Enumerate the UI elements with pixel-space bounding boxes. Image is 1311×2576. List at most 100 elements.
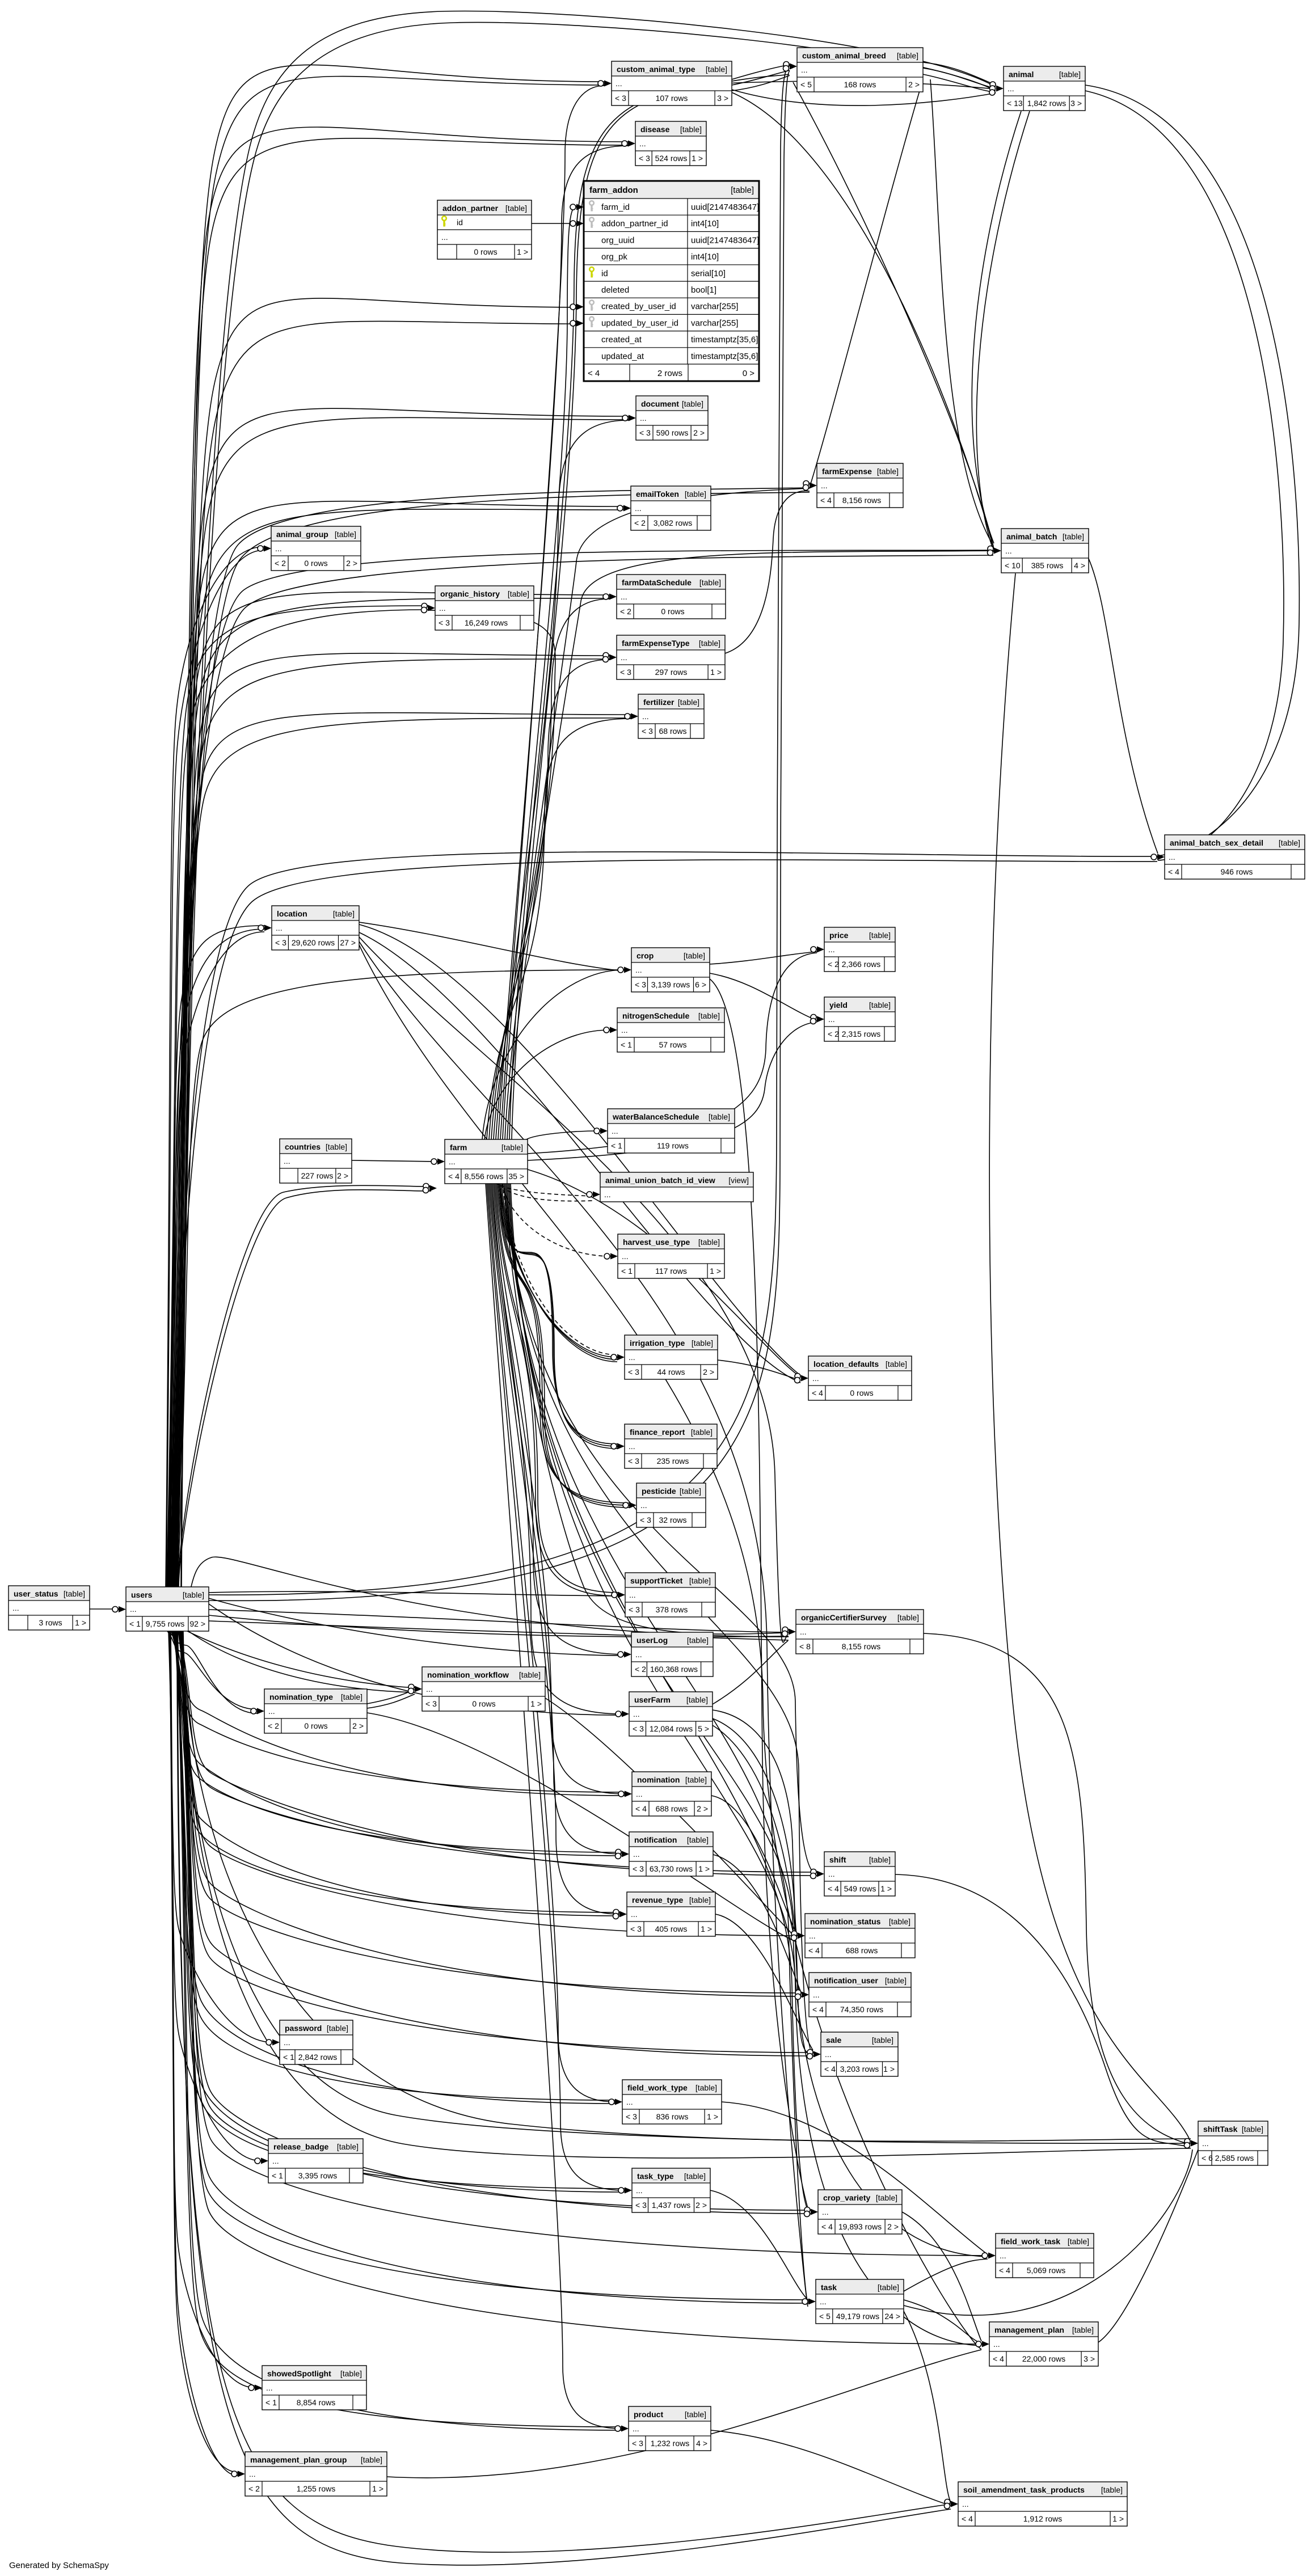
svg-text:< 1: < 1	[265, 2398, 277, 2407]
svg-text:[table]: [table]	[508, 589, 529, 598]
svg-text:< 2: < 2	[635, 1665, 646, 1674]
svg-text:92 >: 92 >	[189, 1619, 205, 1628]
svg-text:updated_at: updated_at	[601, 352, 644, 361]
svg-text:serial[10]: serial[10]	[691, 269, 726, 278]
svg-text:< 5: < 5	[800, 80, 812, 89]
svg-text:< 4: < 4	[962, 2514, 973, 2523]
svg-text:...: ...	[1169, 852, 1175, 862]
svg-text:...: ...	[822, 2207, 829, 2216]
svg-text:< 4: < 4	[812, 2005, 824, 2014]
svg-text:...: ...	[272, 2156, 279, 2165]
svg-text:shiftTask: shiftTask	[1203, 2125, 1238, 2134]
svg-text:2 >: 2 >	[908, 80, 920, 89]
svg-text:1 >: 1 >	[883, 2064, 895, 2074]
svg-text:[table]: [table]	[680, 125, 702, 134]
svg-text:< 6: < 6	[1202, 2153, 1213, 2163]
svg-text:2,842 rows: 2,842 rows	[298, 2053, 337, 2062]
svg-text:[table]: [table]	[691, 1428, 713, 1437]
svg-text:sale: sale	[826, 2036, 841, 2045]
svg-text:...: ...	[1202, 2139, 1209, 2148]
svg-text:...: ...	[635, 965, 642, 974]
svg-text:1 >: 1 >	[75, 1618, 86, 1627]
svg-text:3,139 rows: 3,139 rows	[651, 980, 690, 989]
svg-text:[view]: [view]	[728, 1176, 749, 1185]
svg-text:32 rows: 32 rows	[659, 1515, 686, 1525]
svg-text:password: password	[285, 2024, 322, 2033]
svg-text:[table]: [table]	[877, 467, 899, 476]
svg-text:timestamptz[35,6]: timestamptz[35,6]	[691, 335, 758, 345]
svg-text:946 rows: 946 rows	[1221, 867, 1253, 876]
svg-text:1,437 rows: 1,437 rows	[652, 2201, 690, 2210]
svg-text:< 1: < 1	[621, 1040, 632, 1049]
svg-text:userLog: userLog	[636, 1636, 668, 1645]
svg-text:price: price	[829, 931, 849, 940]
svg-text:[table]: [table]	[519, 1670, 541, 1679]
svg-text:6 >: 6 >	[695, 980, 706, 989]
svg-text:< 2: < 2	[828, 960, 839, 969]
svg-text:< 13: < 13	[1007, 99, 1023, 108]
svg-text:0 >: 0 >	[743, 369, 755, 378]
svg-text:2 rows: 2 rows	[657, 369, 682, 378]
svg-text:3,395 rows: 3,395 rows	[298, 2171, 337, 2180]
svg-text:irrigation_type: irrigation_type	[630, 1338, 685, 1348]
svg-text:1 >: 1 >	[372, 2484, 383, 2493]
svg-text:0 rows: 0 rows	[472, 1699, 495, 1708]
svg-text:...: ...	[633, 2424, 639, 2433]
svg-text:[table]: [table]	[692, 1338, 713, 1348]
svg-text:...: ...	[633, 1849, 640, 1859]
svg-text:...: ...	[275, 544, 282, 553]
svg-text:385 rows: 385 rows	[1031, 561, 1064, 570]
svg-text:< 2: < 2	[268, 1721, 279, 1730]
svg-text:...: ...	[629, 1590, 636, 1599]
svg-text:29,620 rows: 29,620 rows	[292, 938, 335, 947]
svg-text:...: ...	[962, 2499, 969, 2509]
svg-text:19,893 rows: 19,893 rows	[838, 2222, 882, 2231]
svg-text:animal_group: animal_group	[276, 530, 328, 539]
svg-text:63,730 rows: 63,730 rows	[650, 1864, 693, 1873]
svg-text:animal: animal	[1009, 70, 1034, 79]
svg-text:8,155 rows: 8,155 rows	[842, 1642, 880, 1651]
svg-text:...: ...	[604, 1190, 611, 1199]
svg-text:task: task	[821, 2283, 837, 2292]
svg-text:bool[1]: bool[1]	[691, 285, 716, 295]
svg-text:disease: disease	[640, 125, 670, 134]
svg-text:field_work_task: field_work_task	[1001, 2237, 1060, 2246]
svg-text:< 3: < 3	[635, 980, 646, 989]
svg-text:< 10: < 10	[1005, 561, 1021, 570]
svg-text:2 >: 2 >	[703, 1367, 714, 1376]
svg-text:pesticide: pesticide	[642, 1487, 676, 1496]
svg-text:addon_partner_id: addon_partner_id	[601, 219, 668, 229]
svg-text:< 4: < 4	[999, 2266, 1010, 2275]
svg-text:[table]: [table]	[678, 698, 699, 707]
svg-text:fertilizer: fertilizer	[643, 698, 675, 707]
svg-text:nomination: nomination	[637, 1775, 680, 1784]
svg-text:< 3: < 3	[626, 2112, 637, 2121]
svg-text:organic_history: organic_history	[440, 589, 500, 598]
svg-text:< 5: < 5	[819, 2312, 831, 2321]
svg-text:created_by_user_id: created_by_user_id	[601, 302, 676, 311]
svg-text:0 rows: 0 rows	[661, 607, 684, 616]
svg-text:...: ...	[1005, 546, 1012, 555]
svg-text:1 >: 1 >	[710, 668, 722, 677]
svg-text:id: id	[457, 218, 463, 227]
svg-text:farmExpenseType: farmExpenseType	[622, 639, 690, 648]
svg-text:< 2: < 2	[634, 518, 646, 527]
svg-text:...: ...	[809, 1931, 816, 1940]
svg-text:< 3: < 3	[620, 668, 631, 677]
svg-text:farm_addon: farm_addon	[589, 185, 638, 195]
svg-text:farmExpense: farmExpense	[822, 467, 872, 476]
svg-text:836 rows: 836 rows	[656, 2112, 689, 2121]
svg-text:Generated by SchemaSpy: Generated by SchemaSpy	[9, 2561, 109, 2570]
svg-text:...: ...	[622, 1252, 629, 1261]
svg-text:...: ...	[130, 1604, 137, 1614]
svg-text:[table]: [table]	[337, 2142, 359, 2151]
svg-text:...: ...	[812, 1374, 819, 1383]
svg-text:...: ...	[639, 139, 646, 148]
svg-text:[table]: [table]	[876, 2193, 897, 2202]
svg-text:[table]: [table]	[878, 2283, 899, 2292]
svg-text:deleted: deleted	[601, 285, 629, 295]
svg-text:uuid[2147483647]: uuid[2147483647]	[691, 235, 759, 245]
svg-text:[table]: [table]	[1063, 532, 1084, 541]
svg-text:< 1: < 1	[272, 2171, 283, 2180]
svg-text:animal_union_batch_id_view: animal_union_batch_id_view	[605, 1176, 715, 1185]
